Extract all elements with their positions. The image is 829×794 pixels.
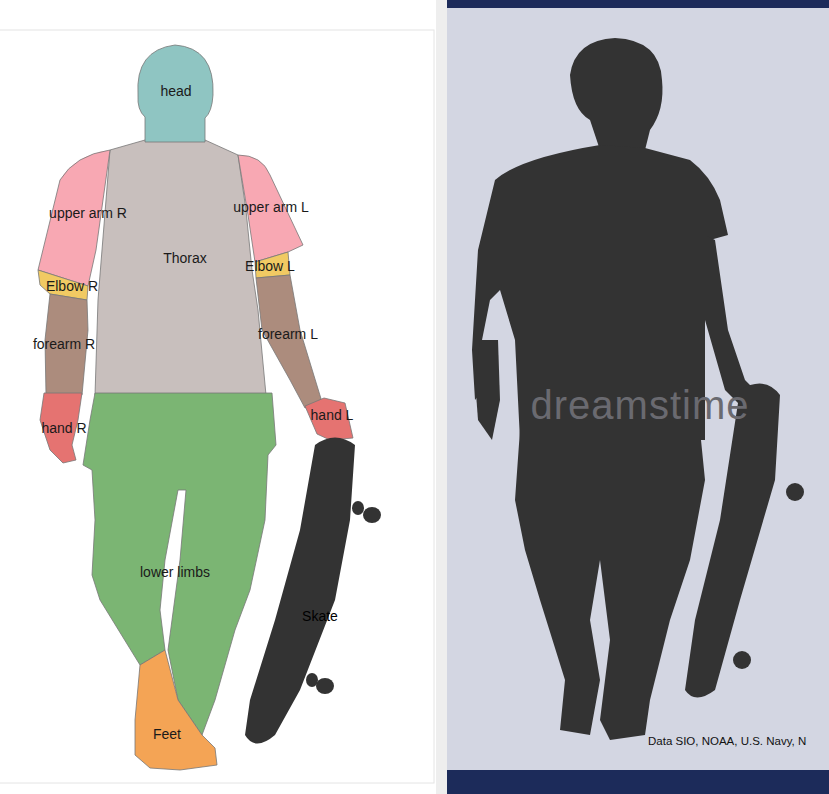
part-label: upper arm R (49, 206, 127, 221)
silhouette-legs (515, 430, 705, 740)
wheel (786, 483, 804, 501)
skateboard (245, 438, 381, 744)
photo-band (447, 0, 829, 8)
part-label: forearm L (258, 327, 318, 342)
part-label: hand R (41, 421, 86, 436)
part-label: Feet (153, 727, 181, 742)
part-label: upper arm L (233, 200, 308, 215)
photo-ground (447, 0, 829, 794)
part-label: lower limbs (140, 565, 210, 580)
feet-region (135, 650, 217, 770)
part-label: Thorax (163, 251, 207, 266)
wheel (316, 678, 334, 694)
wheel (733, 651, 751, 669)
wheel (352, 501, 364, 515)
part-label: forearm R (33, 337, 95, 352)
silhouette (472, 38, 804, 740)
part-label: Elbow R (46, 279, 98, 294)
silhouette-arm (475, 340, 500, 440)
panel-border (0, 30, 434, 783)
part-label: head (160, 84, 191, 99)
forearm-region (256, 275, 322, 408)
hand-region (305, 398, 353, 440)
silhouette-head (570, 38, 663, 150)
left-panel (0, 0, 436, 794)
separator (436, 0, 447, 794)
head-region (138, 45, 213, 142)
wheel (306, 673, 318, 687)
credit-text: Data SIO, NOAA, U.S. Navy, N (648, 735, 806, 748)
photo-band (447, 770, 829, 794)
skateboard-deck (245, 438, 355, 744)
thorax-region (95, 140, 266, 395)
silhouette-skateboard (685, 384, 780, 698)
part-label: Skate (302, 609, 338, 624)
part-label: hand L (311, 408, 354, 423)
part-label: Elbow L (245, 259, 295, 274)
wheel (363, 507, 381, 523)
lower-limbs-region (83, 393, 276, 735)
watermark: dreamstime (531, 383, 750, 427)
